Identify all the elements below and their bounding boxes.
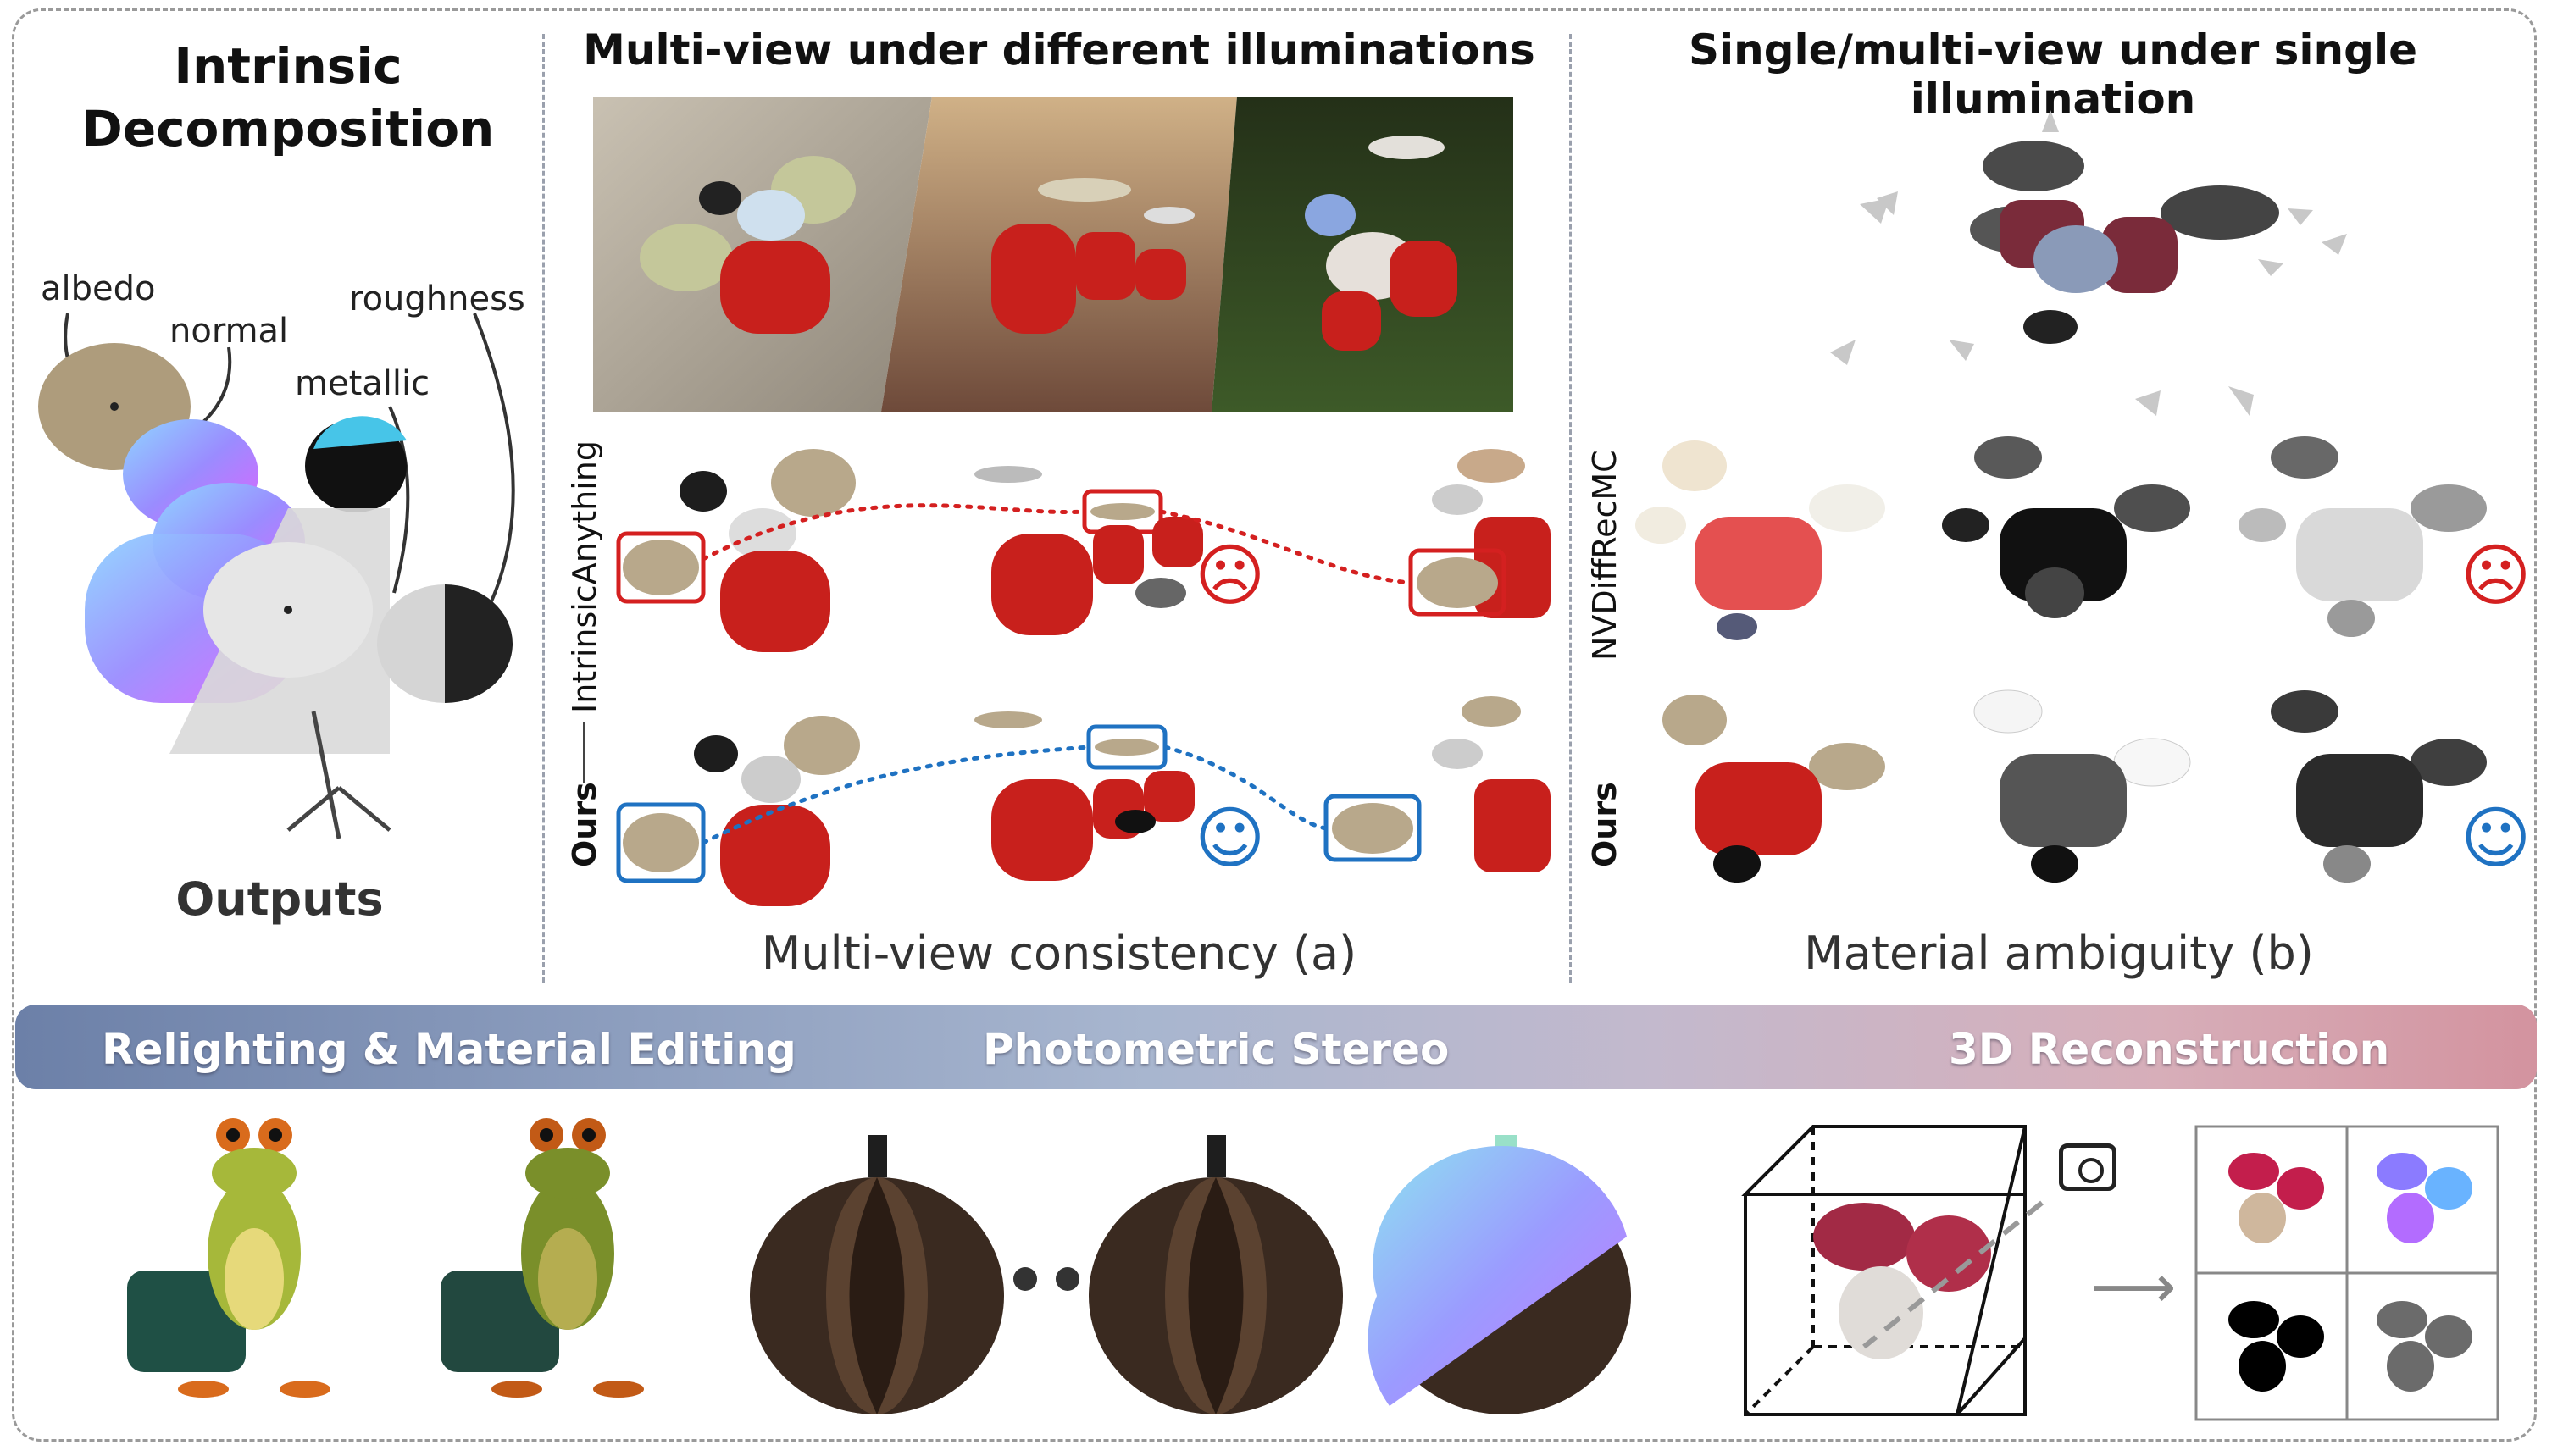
singleview-caption: Material ambiguity (b) — [1804, 927, 2314, 980]
outputs-caption: Outputs — [175, 872, 384, 926]
photo-drumset-3 — [1305, 136, 1457, 351]
camera-icon — [2059, 1143, 2116, 1191]
nvdiffrecmc-roughness — [2239, 436, 2487, 637]
app-relighting-label: Relighting & Material Editing — [102, 1025, 796, 1074]
pumpkin-1 — [750, 1135, 1004, 1414]
row-label-ours-middle: Ours — [566, 782, 603, 867]
pumpkin-normal-split — [1368, 1135, 1631, 1414]
ours-albedo — [1662, 695, 1885, 883]
decomposed-drum-illustration — [38, 313, 515, 839]
ours-metallic — [1973, 689, 2191, 883]
grid-roughness — [2377, 1301, 2472, 1392]
nvdiffrecmc-albedo — [1635, 440, 1885, 640]
reconstruction-output-grid — [2194, 1125, 2499, 1421]
outputs-title-line2: Decomposition — [81, 100, 495, 158]
nvdiffrecmc-row — [1635, 436, 2487, 640]
ellipsis-dot-1 — [1013, 1267, 1037, 1291]
frog-relit — [441, 1118, 644, 1398]
sad-face-icon-right: ☹ — [2460, 536, 2532, 615]
multiview-caption: Multi-view consistency (a) — [761, 927, 1357, 980]
happy-face-icon-right: ☺ — [2460, 799, 2532, 877]
camera-ring-scene — [1830, 110, 2347, 416]
row-label-ours-right: Ours — [1586, 782, 1623, 867]
intrinsicanything-row — [616, 449, 1551, 652]
row-label-intrinsicanything: IntrinsicAnything — [566, 440, 603, 713]
photo-drumset-1 — [640, 156, 856, 334]
label-normal: normal — [169, 312, 289, 351]
divider-left — [542, 34, 545, 983]
nvdiffrecmc-metallic — [1942, 436, 2190, 618]
frog-original — [127, 1118, 330, 1398]
reconstruction-cube — [1741, 1125, 2044, 1416]
grid-albedo — [2228, 1153, 2324, 1243]
singleview-title: Single/multi-view under single illuminat… — [1688, 25, 2417, 124]
divider-right — [1569, 34, 1572, 983]
illumination-photo-strip — [593, 97, 1513, 412]
label-roughness: roughness — [349, 280, 525, 318]
sad-face-icon: ☹ — [1195, 536, 1266, 615]
ellipsis-dot-2 — [1056, 1267, 1079, 1291]
app-photometric-label: Photometric Stereo — [983, 1025, 1450, 1074]
photometric-pumpkins — [750, 1135, 1631, 1414]
outputs-title-line1: Intrinsic — [174, 37, 402, 95]
ours-row-right — [1662, 689, 2487, 883]
ours-row-middle — [616, 696, 1551, 906]
photo-drumset-2 — [991, 178, 1195, 334]
label-albedo: albedo — [41, 269, 156, 308]
figure-frame — [12, 8, 2537, 1442]
pumpkin-2 — [1089, 1135, 1343, 1414]
row-label-nvdiffrecmc: NVDiffRecMC — [1586, 450, 1623, 661]
ours-roughness — [2271, 690, 2487, 883]
multiview-title: Multi-view under different illuminations — [583, 25, 1535, 75]
grid-normal — [2377, 1153, 2472, 1243]
grid-metallic — [2228, 1301, 2324, 1392]
frog-relighting-images — [127, 1118, 644, 1398]
applications-band — [15, 1005, 2537, 1089]
happy-face-icon: ☺ — [1195, 799, 1266, 877]
arrow-right-icon: ⟶ — [2091, 1252, 2177, 1321]
app-reconstruction-label: 3D Reconstruction — [1949, 1025, 2390, 1074]
row-separator-middle — [583, 722, 585, 783]
label-metallic: metallic — [295, 364, 430, 403]
